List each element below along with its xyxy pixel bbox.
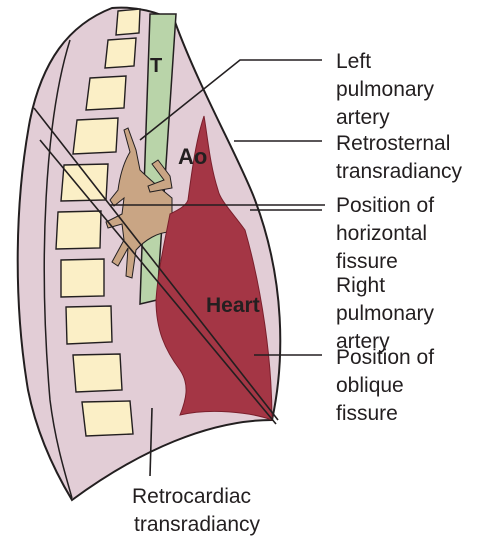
vertebra	[82, 401, 133, 436]
label-horizontal-fissure: Position of horizontal fissure	[336, 194, 440, 273]
label-oblique-fissure: Position of oblique fissure	[336, 346, 440, 425]
vertebra	[105, 38, 136, 68]
vertebra	[73, 118, 118, 154]
vertebra	[116, 9, 140, 35]
vertebra	[66, 306, 112, 344]
vertebra	[86, 76, 126, 110]
label-right-pulmonary-artery: Right pulmonary artery	[336, 274, 440, 353]
vertebra	[56, 211, 101, 249]
label-retrocardiac-transradiancy: Retrocardiac transradiancy	[132, 485, 261, 536]
vertebra	[61, 259, 104, 297]
label-left-pulmonary-artery: Left pulmonary artery	[336, 50, 440, 129]
label-retrosternal-transradiancy: Retrosternal transradiancy	[336, 132, 463, 183]
vertebra	[73, 354, 122, 392]
vertebra	[61, 164, 108, 201]
heart-label: Heart	[206, 294, 260, 317]
trachea-label: T	[150, 55, 162, 77]
aorta-label: Ao	[178, 144, 207, 169]
